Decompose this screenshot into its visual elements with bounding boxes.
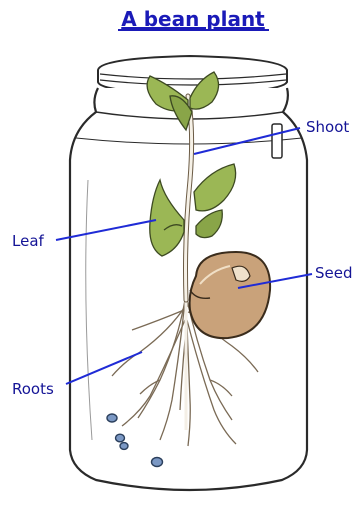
- diagram-title: A bean plant: [121, 7, 265, 31]
- label-roots: Roots: [12, 380, 54, 398]
- label-leaf: Leaf: [12, 232, 45, 250]
- label-shoot: Shoot: [306, 118, 349, 136]
- jar-highlight: [272, 124, 282, 158]
- label-seed: Seed: [315, 264, 353, 282]
